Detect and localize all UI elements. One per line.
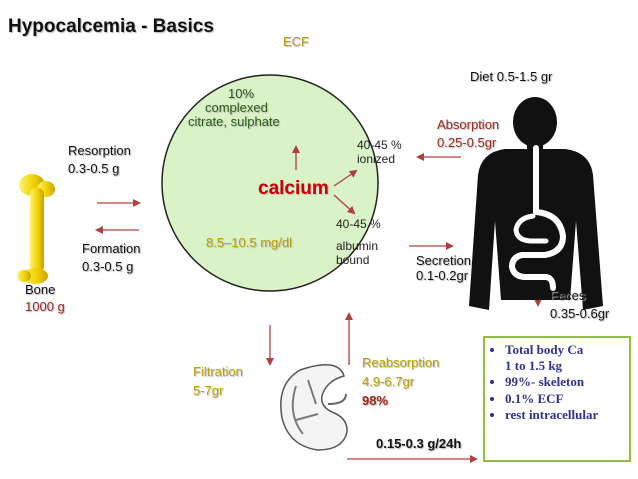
diet-label: Diet 0.5-1.5 gr	[470, 69, 553, 84]
absorption-label: Absorption	[437, 117, 500, 132]
bone-icon	[17, 174, 55, 284]
fact-total-amount: 1 to 1.5 kg	[505, 357, 563, 373]
human-torso-icon	[469, 97, 603, 310]
feces-label: Feces	[550, 288, 586, 303]
fact-intracellular: rest intracellular	[505, 407, 623, 423]
formation-value: 0.3-0.5 g	[82, 259, 134, 274]
fact-skeleton: 99%- skeleton	[505, 374, 623, 390]
kidney-icon	[280, 364, 348, 451]
ionized-percent: 40-45 %	[357, 138, 402, 152]
complexed-percent: 10%	[228, 86, 255, 101]
secretion-label: Secretion	[416, 253, 471, 268]
arrow-to-ionized	[333, 169, 358, 187]
reabsorption-percent: 98%	[362, 393, 389, 408]
resorption-label: Resorption	[68, 143, 131, 158]
albumin-label: albumin	[336, 239, 379, 253]
reabsorption-value: 4.9-6.7gr	[362, 374, 415, 389]
complexed-types: citrate, sulphate	[188, 114, 280, 129]
filtration-value: 5-7gr	[193, 383, 224, 398]
normal-range: 8.5–10.5 mg/dl	[206, 235, 293, 250]
absorption-value: 0.25-0.5gr	[437, 135, 497, 150]
resorption-value: 0.3-0.5 g	[68, 161, 120, 176]
page-title: Hypocalcemia - Basics	[8, 16, 214, 37]
bone-label: Bone	[25, 282, 56, 297]
complexed-label: complexed	[205, 100, 268, 115]
ionized-label: ionized	[357, 152, 396, 166]
ecf-label: ECF	[283, 34, 309, 49]
calcium-facts-box: Total body Ca1 to 1.5 kg 99%- skeleton 0…	[483, 336, 631, 462]
filtration-label: Filtration	[193, 364, 243, 379]
albumin-bound: bound	[336, 253, 370, 267]
calcium-label: calcium	[258, 178, 329, 199]
bone-value: 1000 g	[25, 299, 65, 314]
albumin-percent: 40-45 %	[336, 217, 381, 231]
fact-total-body: Total body Ca1 to 1.5 kg	[505, 342, 623, 373]
arrow-to-albumin	[333, 194, 356, 215]
fact-ecf: 0.1% ECF	[505, 391, 623, 407]
reabsorption-label: Reabsorption	[362, 355, 440, 370]
secretion-value: 0.1-0.2gr	[416, 268, 469, 283]
formation-label: Formation	[82, 241, 141, 256]
ecf-circle	[161, 74, 379, 292]
feces-value: 0.35-0.6gr	[550, 306, 610, 321]
urine-excretion: 0.15-0.3 g/24h	[376, 436, 462, 451]
